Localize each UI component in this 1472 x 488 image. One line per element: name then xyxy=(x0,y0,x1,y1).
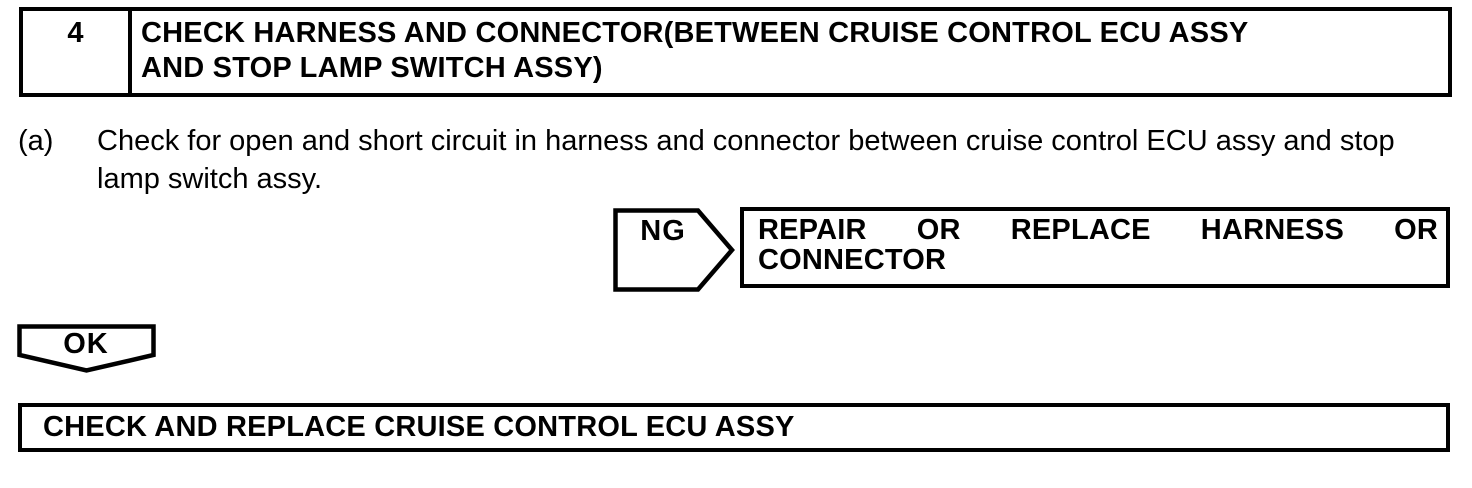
ok-pentagon-icon xyxy=(17,324,156,373)
ng-action-box: REPAIR OR REPLACE HARNESS OR CONNECTOR xyxy=(740,207,1450,288)
ng-action-line1: REPAIR OR REPLACE HARNESS OR xyxy=(758,215,1438,245)
step-header-box: 4 CHECK HARNESS AND CONNECTOR(BETWEEN CR… xyxy=(19,7,1452,97)
ok-connector-label: OK xyxy=(63,328,109,360)
procedure-step-label: (a) xyxy=(18,125,54,157)
ng-action-line2: CONNECTOR xyxy=(758,244,947,276)
ng-action-word: HARNESS xyxy=(1200,214,1344,246)
step-title: CHECK HARNESS AND CONNECTOR(BETWEEN CRUI… xyxy=(141,17,1249,84)
ng-arrow-label: NG xyxy=(640,215,686,247)
procedure-instruction-text: Check for open and short circuit in harn… xyxy=(97,125,1395,195)
ng-action-word: OR xyxy=(916,214,961,246)
procedure-paragraph: (a) Check for open and short circuit in … xyxy=(18,122,1463,198)
ng-action-word: OR xyxy=(1394,214,1438,246)
conclusion-action-text: CHECK AND REPLACE CRUISE CONTROL ECU ASS… xyxy=(43,411,795,443)
ng-action-word: REPLACE xyxy=(1010,214,1151,246)
conclusion-box: CHECK AND REPLACE CRUISE CONTROL ECU ASS… xyxy=(18,403,1450,452)
ng-arrow-shape xyxy=(613,208,735,292)
ok-connector-shape xyxy=(17,324,157,376)
ng-action-word: REPAIR xyxy=(758,214,867,246)
ng-arrow-icon xyxy=(613,208,735,292)
step-number: 4 xyxy=(23,11,132,93)
